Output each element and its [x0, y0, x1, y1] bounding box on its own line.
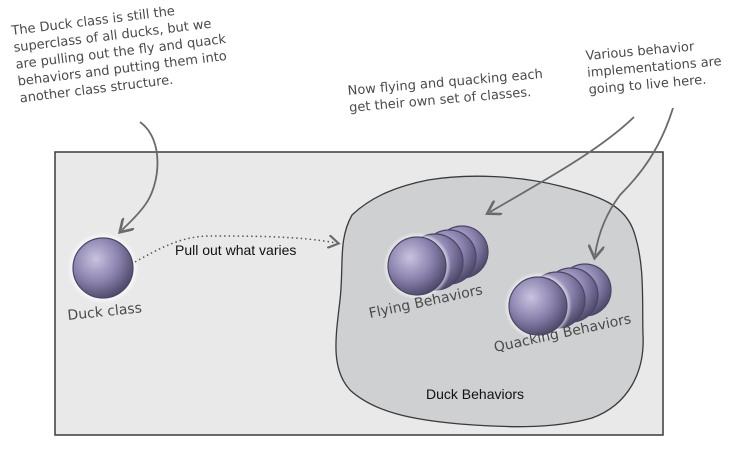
- left-note-arrow: [122, 121, 159, 230]
- left-note: The Duck class is still the superclass o…: [10, 4, 228, 106]
- right-note: Various behavior implementations are goi…: [585, 39, 722, 97]
- pull-out-label: Pull out what varies: [175, 242, 296, 258]
- duck-class-label: Duck class: [67, 300, 143, 324]
- middle-note: Now flying and quacking each get their o…: [347, 67, 543, 116]
- middle-note-arrow: [490, 116, 635, 212]
- flying-behavior-spheres: [383, 225, 489, 300]
- pull-out-arrow: [134, 236, 336, 263]
- quacking-behavior-spheres: [504, 263, 612, 340]
- duck-behaviors-label: Duck Behaviors: [426, 386, 524, 402]
- duck-class-sphere: [67, 232, 139, 304]
- right-note-arrow: [595, 107, 674, 255]
